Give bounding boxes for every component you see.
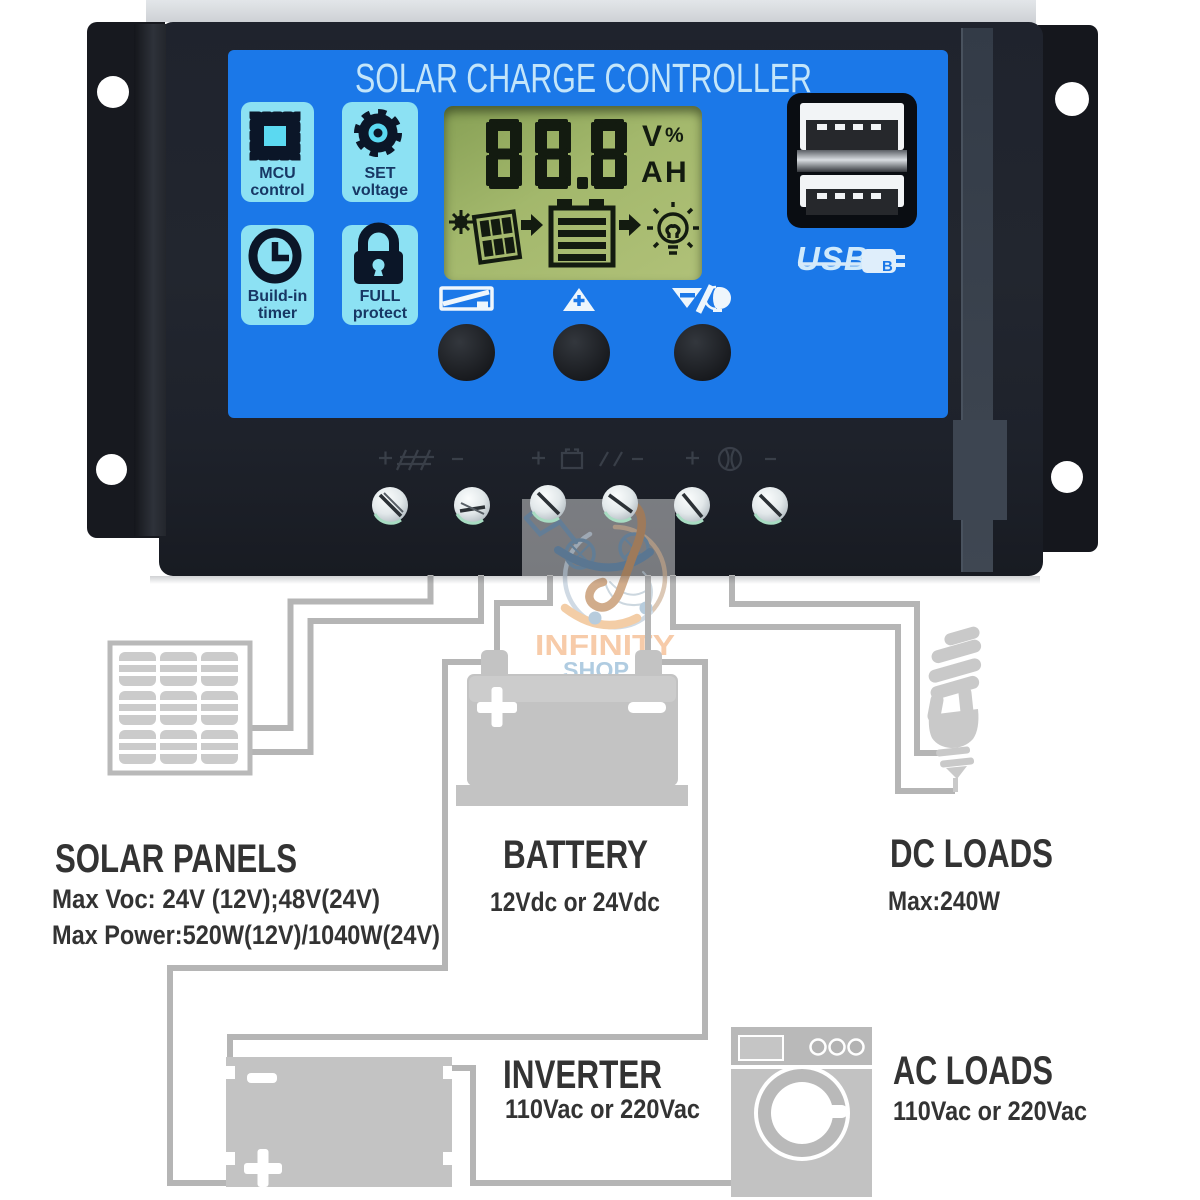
svg-text:INVERTER: INVERTER	[503, 1053, 662, 1097]
svg-text:H: H	[665, 156, 687, 189]
svg-text:V: V	[642, 120, 662, 153]
svg-text:110Vac or 220Vac: 110Vac or 220Vac	[505, 1094, 700, 1124]
svg-text:B: B	[882, 258, 893, 275]
svg-text:DC LOADS: DC LOADS	[890, 832, 1053, 876]
svg-text:110Vac or 220Vac: 110Vac or 220Vac	[893, 1096, 1087, 1126]
svg-text:A: A	[641, 156, 663, 189]
svg-text:Max Voc: 24V (12V);48V(24V): Max Voc: 24V (12V);48V(24V)	[52, 884, 380, 914]
svg-text:AC LOADS: AC LOADS	[893, 1049, 1053, 1093]
svg-text:%: %	[665, 124, 684, 147]
svg-text:12Vdc or 24Vdc: 12Vdc or 24Vdc	[490, 887, 660, 917]
svg-text:SOLAR PANELS: SOLAR PANELS	[55, 837, 297, 881]
svg-text:Max Power:520W(12V)/1040W(24V): Max Power:520W(12V)/1040W(24V)	[52, 920, 440, 950]
svg-text:BATTERY: BATTERY	[503, 833, 648, 877]
svg-text:Max:240W: Max:240W	[888, 886, 1000, 916]
